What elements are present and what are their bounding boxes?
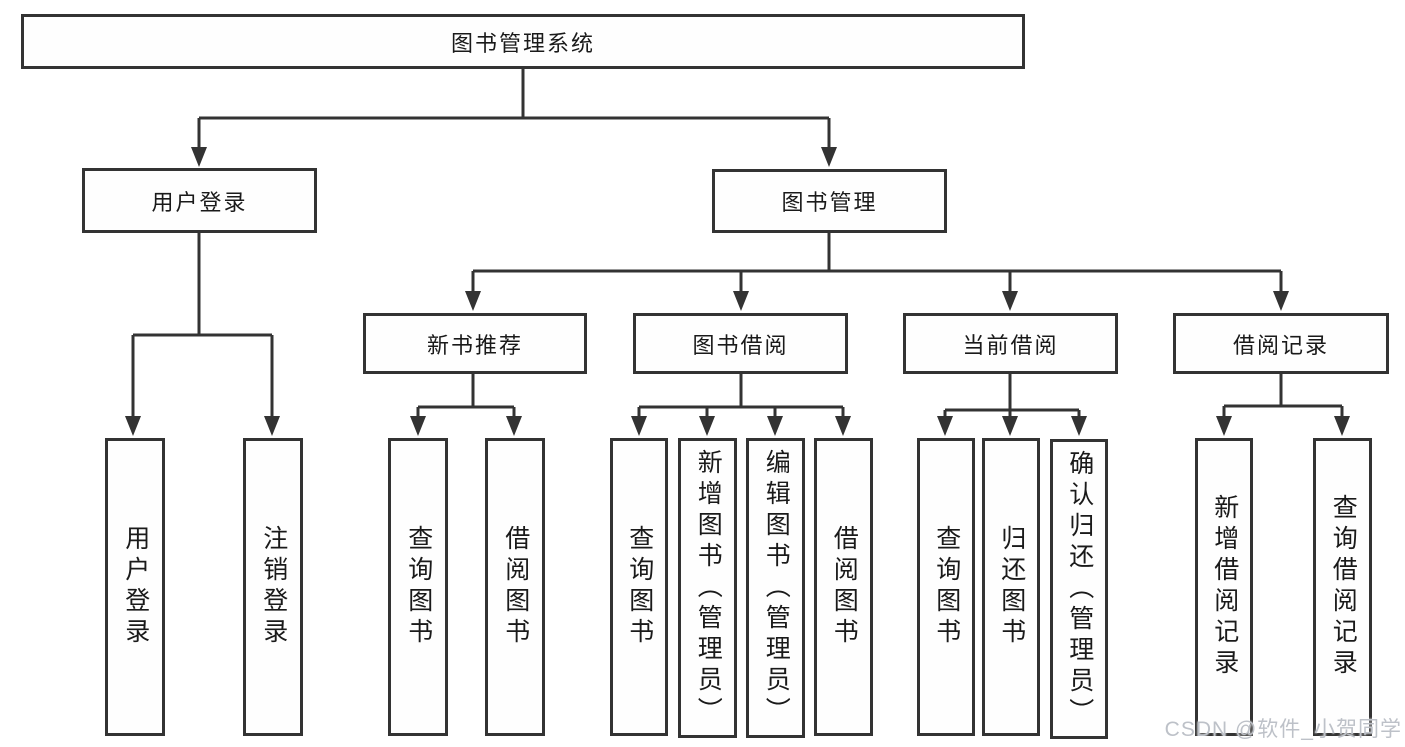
- node-book-management-label: 图书管理: [781, 190, 878, 215]
- leaf-logout-label: 注销登录: [259, 525, 288, 649]
- node-book-borrow: 图书借阅: [633, 313, 848, 374]
- node-current-borrow-label: 当前借阅: [962, 332, 1059, 358]
- leaf-borrow-add-book-admin: 新增图书（管理员）: [678, 438, 737, 738]
- node-library-management-system-label: 图书管理系统: [450, 30, 595, 56]
- node-borrow-record-label: 借阅记录: [1232, 332, 1329, 358]
- node-new-book-recommend-label: 新书推荐: [426, 332, 523, 358]
- csdn-watermark: CSDN @软件_小贺同学: [1164, 718, 1402, 741]
- node-user-login-label: 用户登录: [151, 189, 248, 215]
- node-book-management: 图书管理: [712, 169, 947, 233]
- leaf-record-add-borrow-record: 新增借阅记录: [1195, 438, 1253, 736]
- leaf-record-add-borrow-record-label: 新增借阅记录: [1210, 494, 1239, 680]
- leaf-borrow-query-book: 查询图书: [610, 438, 668, 736]
- leaf-borrow-add-book-admin-label: 新增图书（管理员）: [694, 448, 723, 728]
- node-borrow-record: 借阅记录: [1173, 313, 1389, 374]
- node-user-login: 用户登录: [82, 168, 317, 233]
- leaf-current-query-book: 查询图书: [917, 438, 975, 736]
- node-new-book-recommend: 新书推荐: [363, 313, 587, 374]
- leaf-recommend-query-book-label: 查询图书: [404, 525, 433, 649]
- leaf-record-query-borrow-record-label: 查询借阅记录: [1329, 494, 1358, 680]
- leaf-record-query-borrow-record: 查询借阅记录: [1313, 438, 1372, 736]
- leaf-logout: 注销登录: [243, 438, 303, 736]
- leaf-user-login-label: 用户登录: [121, 525, 150, 649]
- leaf-borrow-borrow-book: 借阅图书: [814, 438, 873, 736]
- node-book-borrow-label: 图书借阅: [692, 332, 789, 358]
- leaf-borrow-query-book-label: 查询图书: [625, 525, 654, 649]
- leaf-current-confirm-return-admin: 确认归还（管理员）: [1050, 439, 1108, 739]
- node-current-borrow: 当前借阅: [903, 313, 1118, 374]
- leaf-borrow-edit-book-admin-label: 编辑图书（管理员）: [762, 448, 791, 728]
- node-library-management-system: 图书管理系统: [21, 14, 1025, 69]
- leaf-borrow-edit-book-admin: 编辑图书（管理员）: [746, 438, 805, 738]
- leaf-recommend-borrow-book-label: 借阅图书: [501, 525, 530, 649]
- leaf-recommend-borrow-book: 借阅图书: [485, 438, 545, 736]
- leaf-current-query-book-label: 查询图书: [932, 525, 961, 649]
- leaf-recommend-query-book: 查询图书: [388, 438, 448, 736]
- leaf-current-confirm-return-admin-label: 确认归还（管理员）: [1065, 449, 1094, 729]
- leaf-user-login: 用户登录: [105, 438, 165, 736]
- leaf-current-return-book: 归还图书: [982, 438, 1040, 736]
- leaf-current-return-book-label: 归还图书: [997, 525, 1026, 649]
- leaf-borrow-borrow-book-label: 借阅图书: [830, 525, 859, 649]
